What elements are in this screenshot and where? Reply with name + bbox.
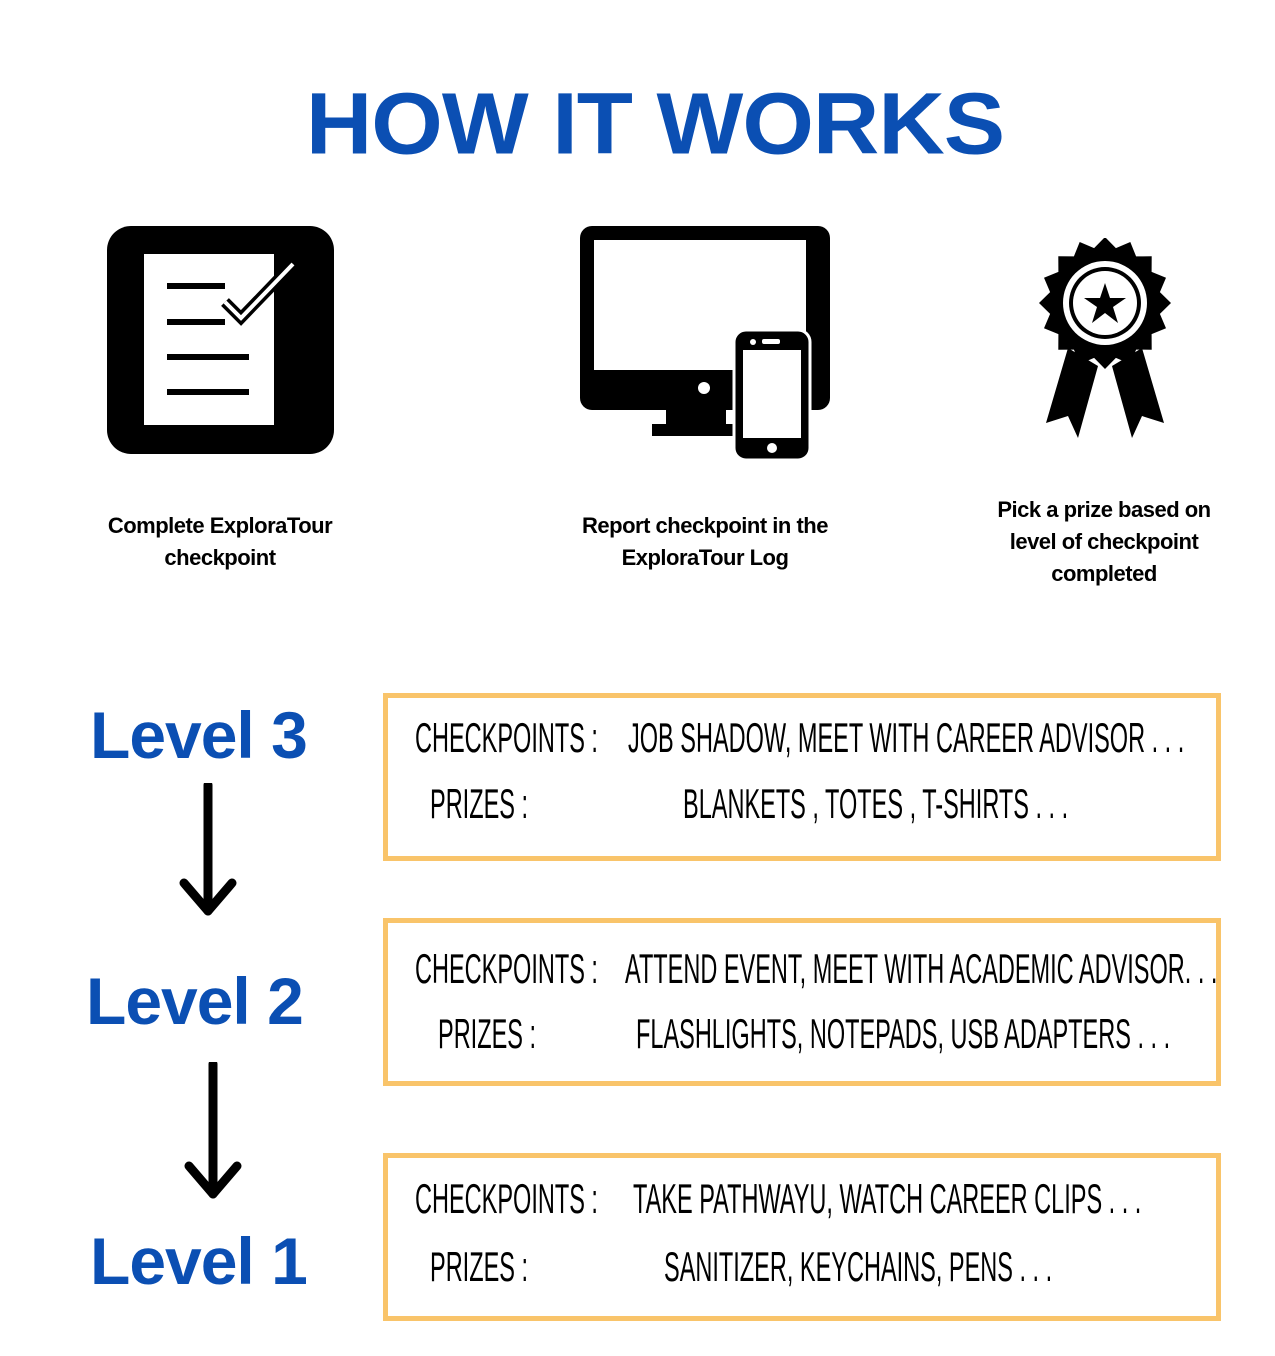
checkpoints-label: CHECKPOINTS : (415, 945, 598, 992)
prizes-label: PRIZES : (430, 780, 529, 827)
checkpoints-label: CHECKPOINTS : (415, 714, 598, 761)
level-1-label: Level 1 (90, 1224, 308, 1298)
step-caption-2: Report checkpoint in the ExploraTour Log (545, 510, 865, 574)
caption-line: completed (1051, 561, 1157, 586)
caption-line: level of checkpoint (1009, 529, 1199, 554)
checklist-icon (107, 226, 334, 454)
level-2-label: Level 2 (86, 964, 304, 1038)
level-3-label: Level 3 (90, 698, 308, 772)
caption-line: Complete ExploraTour (107, 513, 333, 538)
prizes-text: BLANKETS , TOTES , T-SHIRTS . . . (683, 780, 1069, 827)
caption-line: ExploraTour Log (621, 545, 789, 570)
devices-icon (580, 226, 830, 462)
checkpoints-text: TAKE PATHWAYU, WATCH CAREER CLIPS . . . (633, 1175, 1142, 1222)
step-caption-1: Complete ExploraTour checkpoint (70, 510, 370, 574)
down-arrow-icon (184, 1062, 242, 1199)
level-2-box (383, 918, 1221, 1086)
award-ribbon-icon (1039, 238, 1171, 438)
step-caption-3: Pick a prize based on level of checkpoin… (954, 494, 1254, 590)
prizes-label: PRIZES : (430, 1243, 529, 1290)
checkpoints-text: JOB SHADOW, MEET WITH CAREER ADVISOR . .… (628, 714, 1185, 761)
caption-line: Report checkpoint in the (582, 513, 828, 538)
caption-line: checkpoint (164, 545, 276, 570)
checkpoints-label: CHECKPOINTS : (415, 1175, 598, 1222)
prizes-label: PRIZES : (438, 1010, 537, 1057)
checkpoints-text: ATTEND EVENT, MEET WITH ACADEMIC ADVISOR… (625, 945, 1218, 992)
caption-line: Pick a prize based on (997, 497, 1211, 522)
prizes-text: SANITIZER, KEYCHAINS, PENS . . . (664, 1243, 1053, 1290)
page-title: HOW IT WORKS (305, 75, 1005, 173)
level-3-box (383, 693, 1221, 861)
down-arrow-icon (179, 783, 237, 916)
level-1-box (383, 1153, 1221, 1321)
prizes-text: FLASHLIGHTS, NOTEPADS, USB ADAPTERS . . … (636, 1010, 1171, 1057)
